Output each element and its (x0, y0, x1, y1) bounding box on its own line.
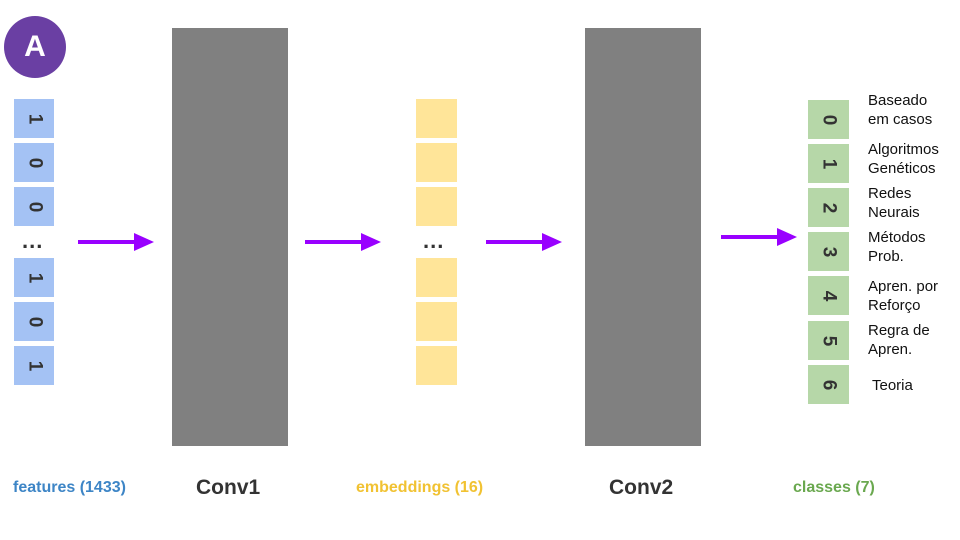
class-cell: 0 (808, 100, 849, 139)
feature-cell: 0 (14, 187, 54, 226)
features-caption: features (1433) (13, 479, 126, 496)
embedding-cell (416, 346, 457, 385)
feature-cell: 1 (14, 99, 54, 138)
feature-cell: 0 (14, 302, 54, 341)
feature-cell: 1 (14, 258, 54, 297)
embedding-ellipsis: ... (423, 228, 445, 253)
arrow-head (777, 228, 797, 246)
conv1-caption: Conv1 (196, 476, 261, 499)
embedding-cell (416, 143, 457, 182)
class-label: Teoria (872, 377, 913, 394)
class-cell: 2 (808, 188, 849, 227)
class-cell: 3 (808, 232, 849, 271)
embedding-cell (416, 302, 457, 341)
class-cell: 4 (808, 276, 849, 315)
embedding-cell (416, 99, 457, 138)
conv2-caption: Conv2 (609, 476, 674, 499)
embedding-cell (416, 187, 457, 226)
feature-ellipsis: ... (22, 228, 44, 253)
arrow-head (134, 233, 154, 251)
class-cell: 6 (808, 365, 849, 404)
conv2-block (585, 28, 701, 446)
embedding-cell (416, 258, 457, 297)
embeddings-caption: embeddings (16) (356, 479, 484, 496)
classes-caption: classes (7) (793, 479, 875, 496)
feature-cell: 1 (14, 346, 54, 385)
feature-cell: 0 (14, 143, 54, 182)
class-cell: 5 (808, 321, 849, 360)
panel-badge: A (4, 16, 66, 78)
arrow-head (361, 233, 381, 251)
conv1-block (172, 28, 288, 446)
arrow-head (542, 233, 562, 251)
class-cell: 1 (808, 144, 849, 183)
